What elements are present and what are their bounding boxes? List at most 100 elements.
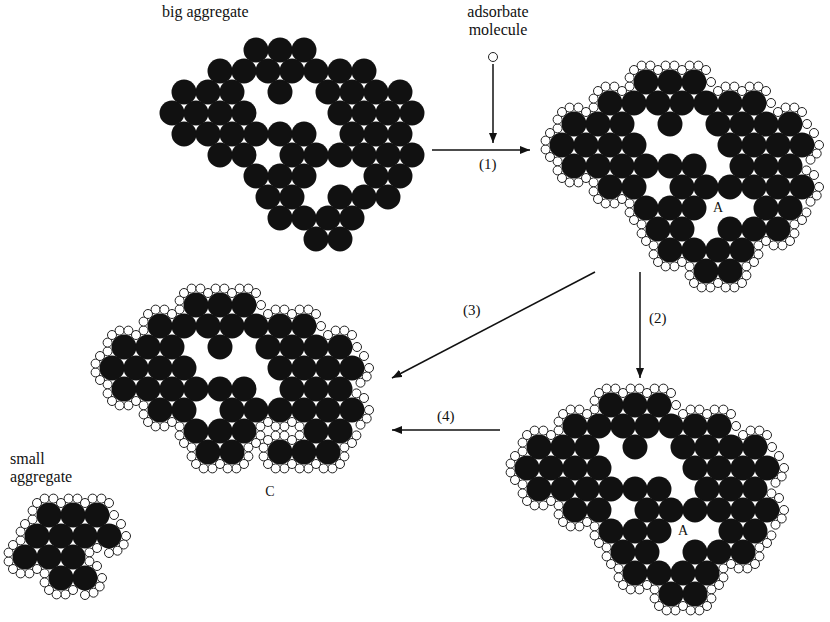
adsorbed-molecule: [160, 422, 169, 431]
adsorbed-molecule: [317, 322, 326, 331]
process-arrow: [432, 149, 530, 151]
adsorbed-molecule: [707, 585, 716, 594]
region-letter: A: [677, 523, 689, 538]
particle: [622, 133, 647, 158]
particle: [280, 377, 305, 402]
adsorbed-molecule: [110, 511, 119, 520]
particle: [220, 314, 245, 339]
particle: [172, 80, 197, 105]
particle: [634, 154, 659, 179]
adsorbed-molecule: [803, 120, 812, 129]
particle: [364, 80, 389, 105]
adsorbate-molecule-symbol: [489, 53, 498, 62]
restructured-aggregate-figure: [506, 384, 788, 615]
particle: [172, 122, 197, 147]
adsorbed-molecule: [806, 155, 815, 164]
particle: [388, 164, 413, 189]
coated-aggregate-figure: [541, 61, 823, 292]
particle: [208, 59, 233, 84]
particle: [160, 335, 185, 360]
adsorbed-molecule: [122, 532, 131, 541]
particle: [766, 175, 791, 200]
adsorbed-molecule: [625, 199, 634, 208]
particle: [328, 377, 353, 402]
particle: [124, 356, 149, 381]
particle: [563, 456, 588, 481]
particle: [292, 164, 317, 189]
particle: [208, 101, 233, 126]
adsorbed-molecule: [670, 262, 679, 271]
adsorbed-molecule: [625, 208, 634, 217]
adsorbed-molecule: [635, 585, 644, 594]
adsorbed-molecule: [719, 564, 728, 573]
particle: [731, 498, 756, 523]
particle: [683, 540, 708, 565]
adsorbed-molecule: [105, 499, 114, 508]
adsorbed-molecule: [771, 520, 780, 529]
particle: [658, 112, 683, 137]
adsorbed-molecule: [780, 464, 789, 473]
adsorbed-molecule: [353, 343, 362, 352]
particle: [647, 519, 672, 544]
adsorbed-molecule: [685, 61, 694, 70]
aggregate-caption: small aggregate: [10, 450, 90, 485]
particle: [574, 133, 599, 158]
particle: [304, 419, 329, 444]
adsorbed-molecule: [506, 468, 515, 477]
particle: [635, 540, 660, 565]
adsorbed-molecule: [511, 452, 520, 461]
adsorbed-molecule: [686, 405, 695, 414]
process-arrow: [392, 429, 500, 431]
particle: [388, 80, 413, 105]
adsorbed-molecule: [546, 129, 555, 138]
particle: [184, 377, 209, 402]
adsorbed-molecule: [96, 352, 105, 361]
particle: [280, 143, 305, 168]
adsorbed-molecule: [650, 384, 659, 393]
adsorbed-molecule: [288, 436, 297, 445]
particle: [671, 435, 696, 460]
adsorbed-molecule: [614, 573, 623, 582]
adsorbed-molecule: [328, 464, 337, 473]
adsorbed-molecule: [590, 522, 599, 531]
adsorbed-molecule: [64, 494, 73, 503]
adsorbed-molecule: [295, 305, 304, 314]
adsorbed-molecule: [81, 591, 90, 600]
particle: [184, 101, 209, 126]
particle: [376, 143, 401, 168]
adsorbed-molecule: [798, 108, 807, 117]
particle: [61, 545, 86, 570]
particle: [352, 59, 377, 84]
particle: [539, 456, 564, 481]
adsorbed-molecule: [280, 464, 289, 473]
adsorbed-molecule: [139, 401, 148, 410]
adsorbed-molecule: [762, 87, 771, 96]
adsorbed-molecule: [721, 82, 730, 91]
particle: [256, 335, 281, 360]
adsorbed-molecule: [730, 283, 739, 292]
particle: [268, 206, 293, 231]
adsorbed-molecule: [583, 410, 592, 419]
adsorbed-molecule: [304, 464, 313, 473]
adsorbed-molecule: [21, 520, 30, 529]
adsorbed-molecule: [319, 464, 328, 473]
particle: [148, 356, 173, 381]
adsorbed-molecule: [554, 501, 563, 510]
adsorbed-molecule: [103, 389, 112, 398]
particle: [304, 59, 329, 84]
step-number: (3): [462, 302, 482, 319]
adsorbed-molecule: [132, 331, 141, 340]
component-label: adsorbate molecule: [448, 3, 548, 38]
adsorbed-molecule: [780, 506, 789, 515]
particle: [718, 217, 743, 242]
adsorbed-molecule: [356, 420, 365, 429]
adsorbed-molecule: [707, 78, 716, 87]
particle: [670, 217, 695, 242]
adsorbed-molecule: [85, 548, 94, 557]
particle: [611, 414, 636, 439]
adsorbed-molecule: [566, 405, 575, 414]
adsorbed-molecule: [175, 422, 184, 431]
adsorbed-molecule: [61, 590, 70, 599]
particle: [730, 112, 755, 137]
particle: [268, 122, 293, 147]
